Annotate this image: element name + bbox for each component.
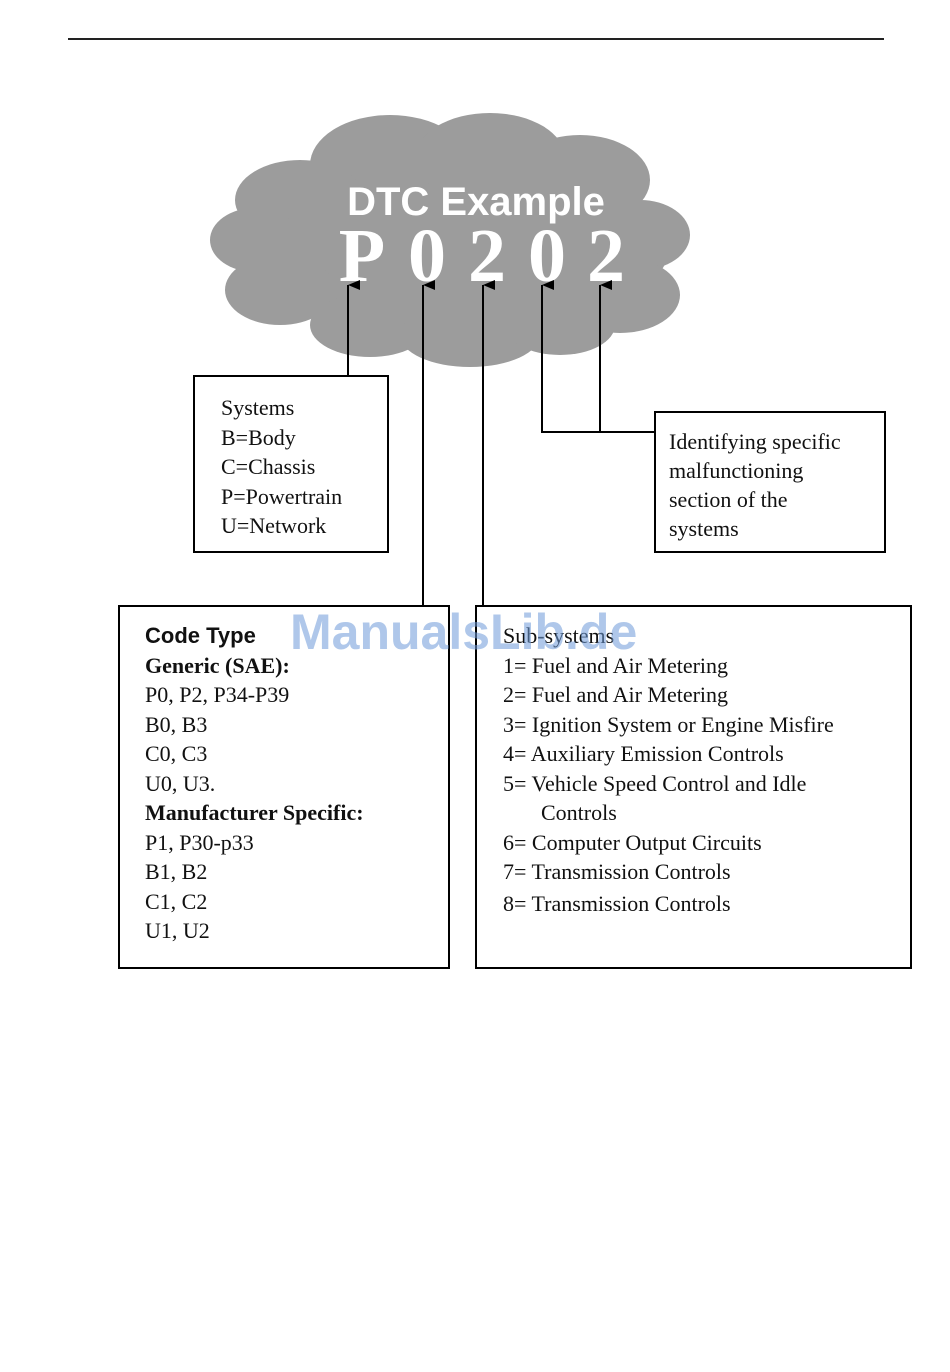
identifying-line: Identifying specific	[669, 429, 841, 454]
top-rule	[68, 38, 884, 40]
subsystems-line: 1= Fuel and Air Metering	[503, 652, 729, 678]
code-char-0-second: 0	[528, 214, 566, 298]
systems-line: P=Powertrain	[221, 483, 343, 509]
subsystems-line: 6= Computer Output Circuits	[503, 829, 762, 855]
subsystems-line: 5= Vehicle Speed Control and Idle	[503, 770, 807, 796]
code-char-2-second: 2	[587, 214, 625, 298]
subsystems-line: 2= Fuel and Air Metering	[503, 682, 729, 707]
manufacturer-line: B1, B2	[145, 859, 208, 884]
subsystems-line-continued: Controls	[541, 800, 617, 825]
manufacturer-line: P1, P30-p33	[145, 829, 254, 855]
code-type-heading: Code Type	[145, 623, 256, 648]
systems-line: U=Network	[221, 513, 327, 538]
cloud-shape	[210, 113, 690, 367]
manufacturer-line: U1, U2	[145, 918, 210, 943]
generic-line: U0, U3.	[145, 770, 216, 796]
identifying-line: systems	[669, 516, 739, 541]
cloud-title: DTC Example	[347, 180, 605, 224]
manufacturer-heading: Manufacturer Specific:	[145, 800, 364, 825]
generic-line: C0, C3	[145, 741, 208, 766]
subsystems-line: 3= Ignition System or Engine Misfire	[503, 711, 834, 737]
identifying-line: section of the	[669, 487, 788, 512]
subsystems-line: 7= Transmission Controls	[503, 859, 731, 884]
systems-line: C=Chassis	[221, 454, 316, 479]
identifying-line: malfunctioning	[669, 458, 804, 483]
subsystems-box: Sub-systems 1= Fuel and Air Metering 2= …	[475, 605, 912, 969]
subsystems-line: 4= Auxiliary Emission Controls	[503, 741, 784, 766]
code-type-box: Code Type Generic (SAE): P0, P2, P34-P39…	[118, 605, 450, 969]
generic-line: B0, B3	[145, 711, 208, 737]
subsystems-heading: Sub-systems	[503, 623, 615, 648]
code-char-0-first: 0	[408, 214, 446, 298]
code-char-2-first: 2	[468, 214, 506, 298]
systems-heading: Systems	[221, 395, 295, 420]
generic-line: P0, P2, P34-P39	[145, 682, 290, 707]
manufacturer-line: C1, C2	[145, 888, 208, 914]
code-char-p: P	[339, 214, 385, 298]
systems-box: Systems B=Body C=Chassis P=Powertrain U=…	[193, 375, 389, 553]
subsystems-line: 8= Transmission Controls	[503, 890, 731, 916]
generic-heading: Generic (SAE):	[145, 652, 290, 678]
identifying-box: Identifying specific malfunctioning sect…	[654, 411, 886, 553]
systems-line: B=Body	[221, 424, 296, 450]
